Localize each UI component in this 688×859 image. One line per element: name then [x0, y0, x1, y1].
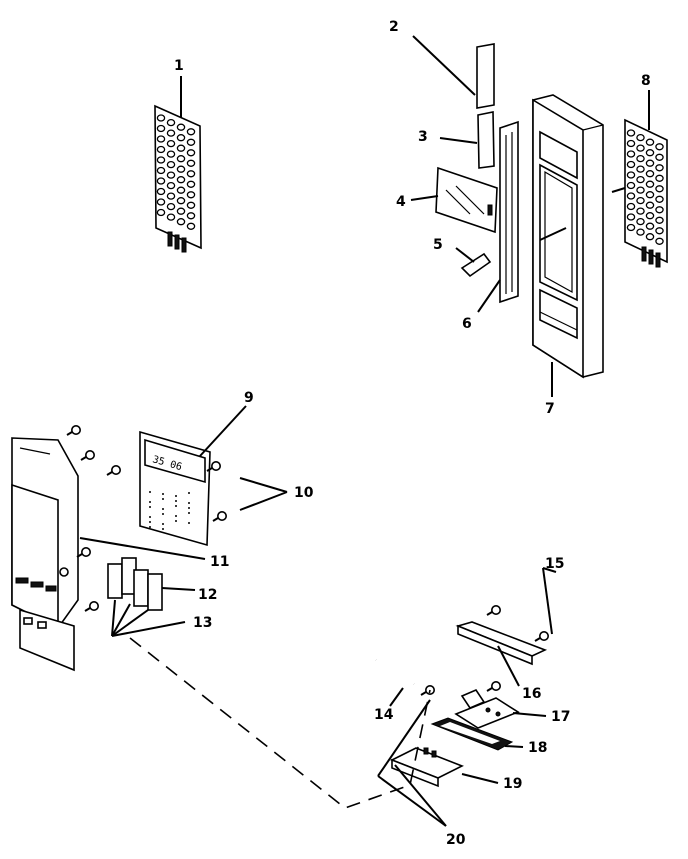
screw: [486, 604, 501, 616]
callout-11: 11: [210, 554, 229, 570]
callout-4: 4: [396, 194, 406, 210]
callout-5: 5: [433, 237, 443, 253]
callout-13: 13: [193, 615, 212, 631]
frame-rail-6: [499, 120, 519, 304]
keypad-membrane-1: [154, 104, 202, 253]
callout-17: 17: [551, 709, 570, 725]
screw: [66, 424, 82, 436]
screw: [212, 510, 228, 522]
screw: [106, 464, 122, 476]
dashed-connection-line: [129, 637, 431, 809]
callout-3: 3: [418, 129, 428, 145]
grill-18: [430, 717, 514, 751]
callout-20: 20: [446, 832, 466, 848]
screw: [84, 600, 100, 612]
callout-2: 2: [389, 19, 399, 35]
rod-14: [375, 658, 415, 686]
callout-19: 19: [503, 776, 522, 792]
catch-base-19: [390, 747, 464, 788]
callout-18: 18: [528, 740, 547, 756]
screw: [80, 449, 96, 461]
screws: [66, 424, 549, 696]
leader-lines: [79, 35, 650, 827]
callout-12: 12: [198, 587, 217, 603]
screw: [206, 460, 222, 472]
control-panel-11: [11, 437, 79, 672]
screw: [486, 680, 501, 692]
callout-1: 1: [174, 58, 184, 74]
callout-6: 6: [462, 316, 472, 332]
latch-5: [455, 247, 492, 278]
callout-16: 16: [522, 686, 541, 702]
callout-10: 10: [294, 485, 314, 501]
screw: [420, 684, 435, 696]
door-frame-7: [532, 94, 604, 379]
callout-labels: 1 2 3 4 5 6 7 8 9 10 11 12 13 14 15 16 1…: [174, 19, 651, 848]
bracket-16: [455, 621, 548, 666]
callout-8: 8: [641, 73, 651, 89]
control-board-9: 35 06: [139, 430, 211, 547]
callout-7: 7: [545, 401, 555, 417]
window-plate-2: [476, 43, 495, 109]
callout-14: 14: [374, 707, 394, 723]
switch-blocks-12: [107, 557, 196, 611]
callout-15: 15: [545, 556, 564, 572]
keypad-membrane-8: [624, 118, 668, 268]
hinge-plate-17: [454, 689, 520, 729]
glass-panel-4: [435, 166, 498, 234]
callout-9: 9: [244, 390, 254, 406]
window-plate-3: [477, 111, 495, 169]
screw: [534, 630, 549, 642]
screw: [76, 546, 92, 558]
